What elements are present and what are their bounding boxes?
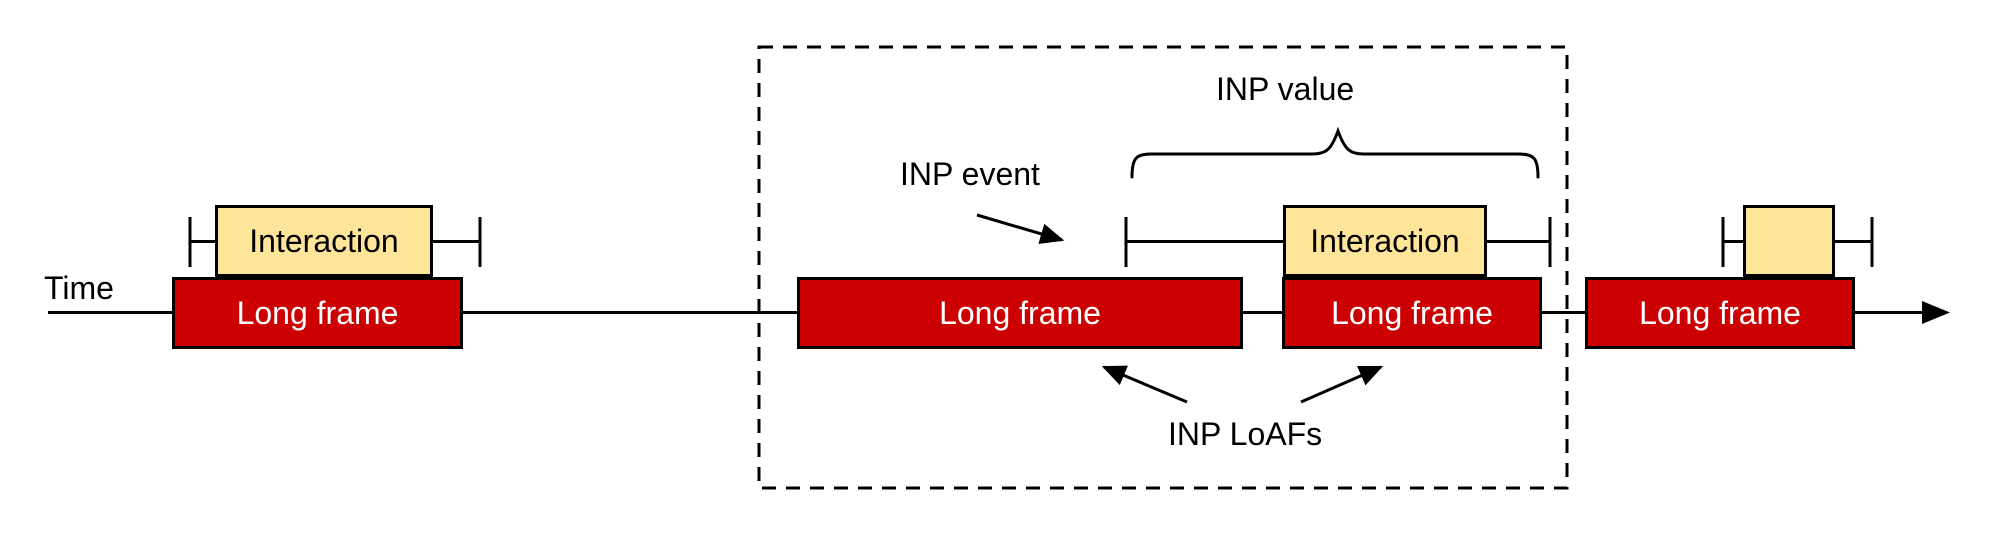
inp-event-label: INP event (900, 156, 1040, 192)
interaction-box-3 (1743, 205, 1835, 277)
long-frame-box-2: Long frame (797, 277, 1243, 349)
interaction-box-2: Interaction (1283, 205, 1487, 277)
long-frame-label: Long frame (939, 295, 1101, 331)
timeline-arrowhead-icon (1922, 301, 1950, 324)
long-frame-box-1: Long frame (172, 277, 463, 349)
inp-event-arrow (976, 213, 1065, 245)
long-frame-label: Long frame (1331, 295, 1493, 331)
long-frame-box-3: Long frame (1282, 277, 1542, 349)
long-frame-label: Long frame (1639, 295, 1801, 331)
interaction-label: Interaction (249, 223, 399, 259)
long-frame-box-4: Long frame (1585, 277, 1855, 349)
inp-value-brace (1130, 126, 1540, 179)
inp-loaf-arrow-left (1101, 365, 1188, 404)
interaction-box-1: Interaction (215, 205, 433, 277)
inp-value-label: INP value (1216, 71, 1355, 107)
inp-loafs-label: INP LoAFs (1168, 416, 1323, 452)
inp-loaf-arrow-right (1300, 365, 1384, 404)
interaction-label: Interaction (1310, 223, 1460, 259)
long-frame-label: Long frame (236, 295, 399, 331)
time-axis-label: Time (44, 270, 114, 306)
